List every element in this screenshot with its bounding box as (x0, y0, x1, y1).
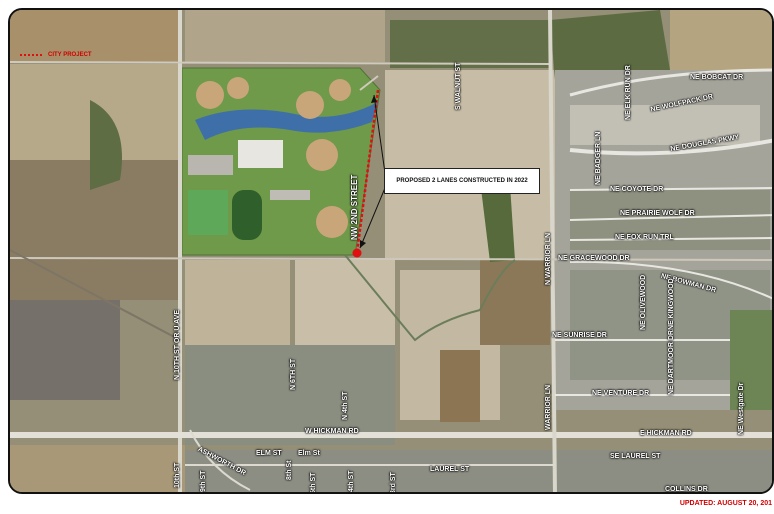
label-gracewood: NE GRACEWOOD DR (558, 255, 630, 262)
label-5th-south: 5th ST (310, 472, 317, 494)
label-venture: NE VENTURE DR (592, 390, 650, 397)
label-fox-run: NE FOX RUN TRL (615, 234, 674, 241)
updated-date: UPDATED: AUGUST 20, 201 (679, 500, 772, 507)
label-kingwood: NE KINGWOOD (668, 278, 675, 330)
label-w-hickman: W HICKMAN RD (305, 428, 359, 435)
project-callout: PROPOSED 2 LANES CONSTRUCTED IN 2022 (384, 168, 540, 194)
map-graphics (10, 10, 772, 492)
label-westgate: NE Westgate Dr (738, 382, 745, 435)
label-walnut: S WALNUT ST (455, 62, 462, 110)
label-9th-south: 9th ST (200, 470, 207, 492)
label-se-laurel: SE LAUREL ST (610, 453, 661, 460)
city-project-line-swatch (20, 54, 42, 56)
label-collins: COLLINS DR (665, 486, 708, 493)
label-3rd-south: 3rd ST (390, 472, 397, 494)
label-elm-secondary: Elm St (298, 450, 320, 457)
label-10th-south: 10th ST (174, 462, 181, 488)
label-coyote: NE COYOTE DR (610, 186, 664, 193)
label-n-4th: N 4th ST (342, 391, 349, 420)
label-n-6th: N 6TH ST (290, 358, 297, 390)
aerial-map[interactable]: CITY PROJECT PROPOSED 2 LANES CONSTRUCTE… (8, 8, 774, 494)
label-warrior-south: WARRIOR LN (545, 384, 552, 430)
legend-label: CITY PROJECT (48, 52, 92, 58)
label-badger: NE BADGER LN (595, 131, 602, 185)
label-prairie-wolf: NE PRAIRIE WOLF DR (620, 210, 695, 217)
label-elm: ELM ST (256, 450, 282, 457)
label-laurel: LAUREL ST (430, 466, 470, 473)
label-nw-2nd-street: NW 2ND STREET (350, 174, 359, 240)
label-sunrise: NE SUNRISE DR (552, 332, 607, 339)
label-warrior-north: N WARRIOR LN (545, 232, 552, 285)
label-olivewood: NE OLIVEWOOD (640, 274, 647, 330)
label-4th-south: 4th ST (348, 470, 355, 492)
label-e-hickman: E HICKMAN RD (640, 430, 692, 437)
label-dartmoor: NE DARTMOOR DR (668, 330, 675, 395)
label-elk-run: NE ELK RUN DR (625, 65, 632, 120)
label-n-10th: N 10TH ST OR U AVE (174, 309, 181, 380)
map-legend: CITY PROJECT (20, 52, 92, 58)
label-bobcat: NE BOBCAT DR (690, 74, 744, 81)
label-8th-south: 8th St (286, 460, 293, 480)
